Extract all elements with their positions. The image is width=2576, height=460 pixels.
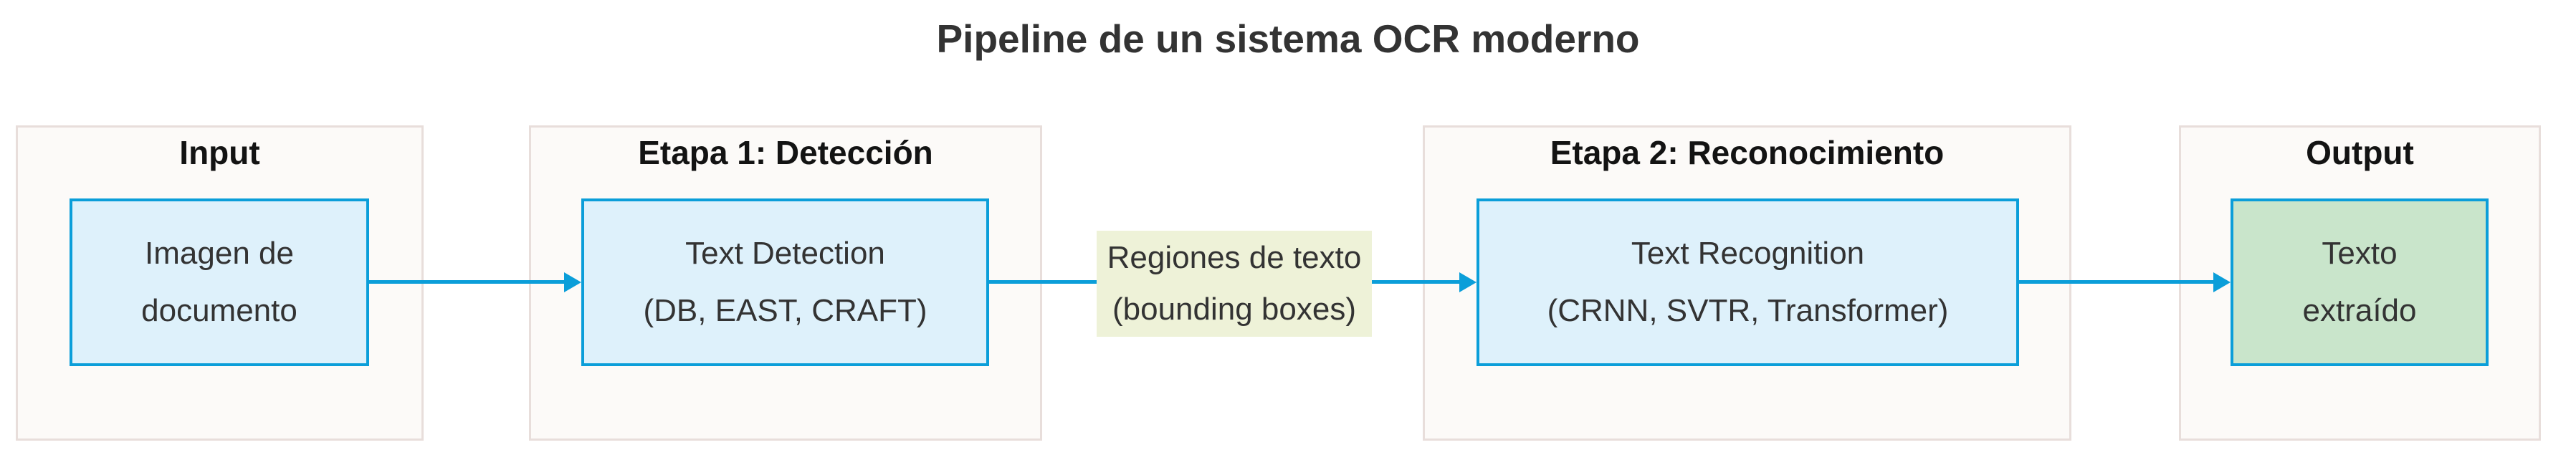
edge-label-line: Regiones de texto (1107, 240, 1362, 275)
edge-label-regiones-de-texto: Regiones de texto (bounding boxes) (1097, 231, 1372, 337)
cluster-input-label: Input (179, 134, 260, 171)
edge-arrowhead-icon (564, 272, 581, 292)
node-label-line: Texto (2322, 236, 2398, 271)
cluster-etapa2-label: Etapa 2: Reconocimiento (1550, 134, 1945, 171)
edge-label-line: (bounding boxes) (1112, 292, 1356, 327)
edge-arrowhead-icon (2213, 272, 2231, 292)
edge-input-to-detection (369, 280, 564, 284)
node-texto-extraido: Texto extraído (2231, 198, 2489, 366)
edge-arrowhead-icon (1459, 272, 1477, 292)
node-label-line: (CRNN, SVTR, Transformer) (1547, 293, 1949, 328)
node-label-line: Imagen de (145, 236, 294, 271)
node-text-recognition: Text Recognition (CRNN, SVTR, Transforme… (1477, 198, 2019, 366)
diagram-title: Pipeline de un sistema OCR moderno (936, 16, 1640, 61)
cluster-output-label: Output (2306, 134, 2414, 171)
edge-recognition-to-output (2019, 280, 2213, 284)
cluster-etapa1-label: Etapa 1: Detección (638, 134, 933, 171)
node-label-line: Text Detection (685, 236, 885, 271)
node-label-line: Text Recognition (1631, 236, 1865, 271)
node-label-line: extraído (2302, 293, 2417, 328)
node-label-line: documento (141, 293, 297, 328)
node-label-line: (DB, EAST, CRAFT) (643, 293, 927, 328)
node-imagen-de-documento: Imagen de documento (70, 198, 369, 366)
node-text-detection: Text Detection (DB, EAST, CRAFT) (581, 198, 989, 366)
